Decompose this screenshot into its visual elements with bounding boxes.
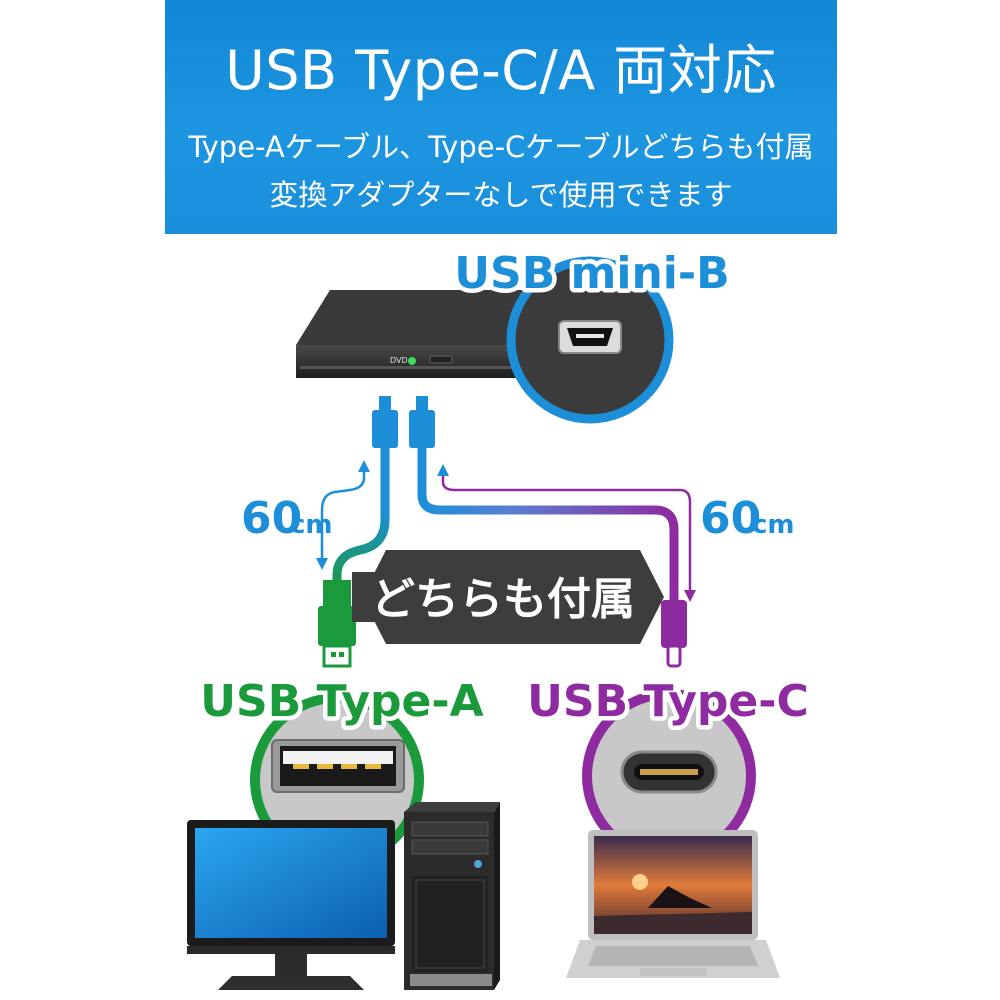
mini-b-label: USB mini-B <box>454 248 729 299</box>
type-a-cable <box>332 443 390 595</box>
desktop-monitor-icon <box>187 820 395 990</box>
included-badge-text: どちらも付属 <box>371 574 635 625</box>
header-banner: USB Type-C/A 両対応 Type-Aケーブル、Type-Cケーブルどち… <box>165 0 837 234</box>
laptop-icon <box>566 830 780 978</box>
left-length-arrow <box>320 470 366 560</box>
type-c-plug <box>661 600 687 668</box>
type-c-label: USB Type-C <box>527 676 809 727</box>
banner-description-line2: 変換アダプターなしで使用できます <box>269 178 733 212</box>
right-length-arrow <box>441 474 692 590</box>
type-c-port-icon <box>582 689 756 863</box>
right-length-unit: cm <box>752 510 795 540</box>
type-c-cable <box>417 443 679 605</box>
left-length-unit: cm <box>290 510 333 540</box>
banner-title: USB Type-C/A 両対応 <box>225 39 777 102</box>
mini-b-plug-left <box>372 396 398 448</box>
mini-b-port-icon <box>506 256 674 424</box>
banner-description-line1: Type-Aケーブル、Type-Cケーブルどちらも付属 <box>188 130 814 164</box>
type-a-label: USB Type-A <box>200 676 483 727</box>
left-length-value: 60 <box>241 493 302 544</box>
type-a-plug <box>318 580 356 668</box>
optical-drive-icon: DVD <box>296 290 560 378</box>
dvd-logo: DVD <box>390 356 408 365</box>
mini-b-plug-right <box>409 396 435 448</box>
tower-pc-icon <box>404 802 500 990</box>
right-length-value: 60 <box>700 493 761 544</box>
included-badge <box>352 550 664 644</box>
